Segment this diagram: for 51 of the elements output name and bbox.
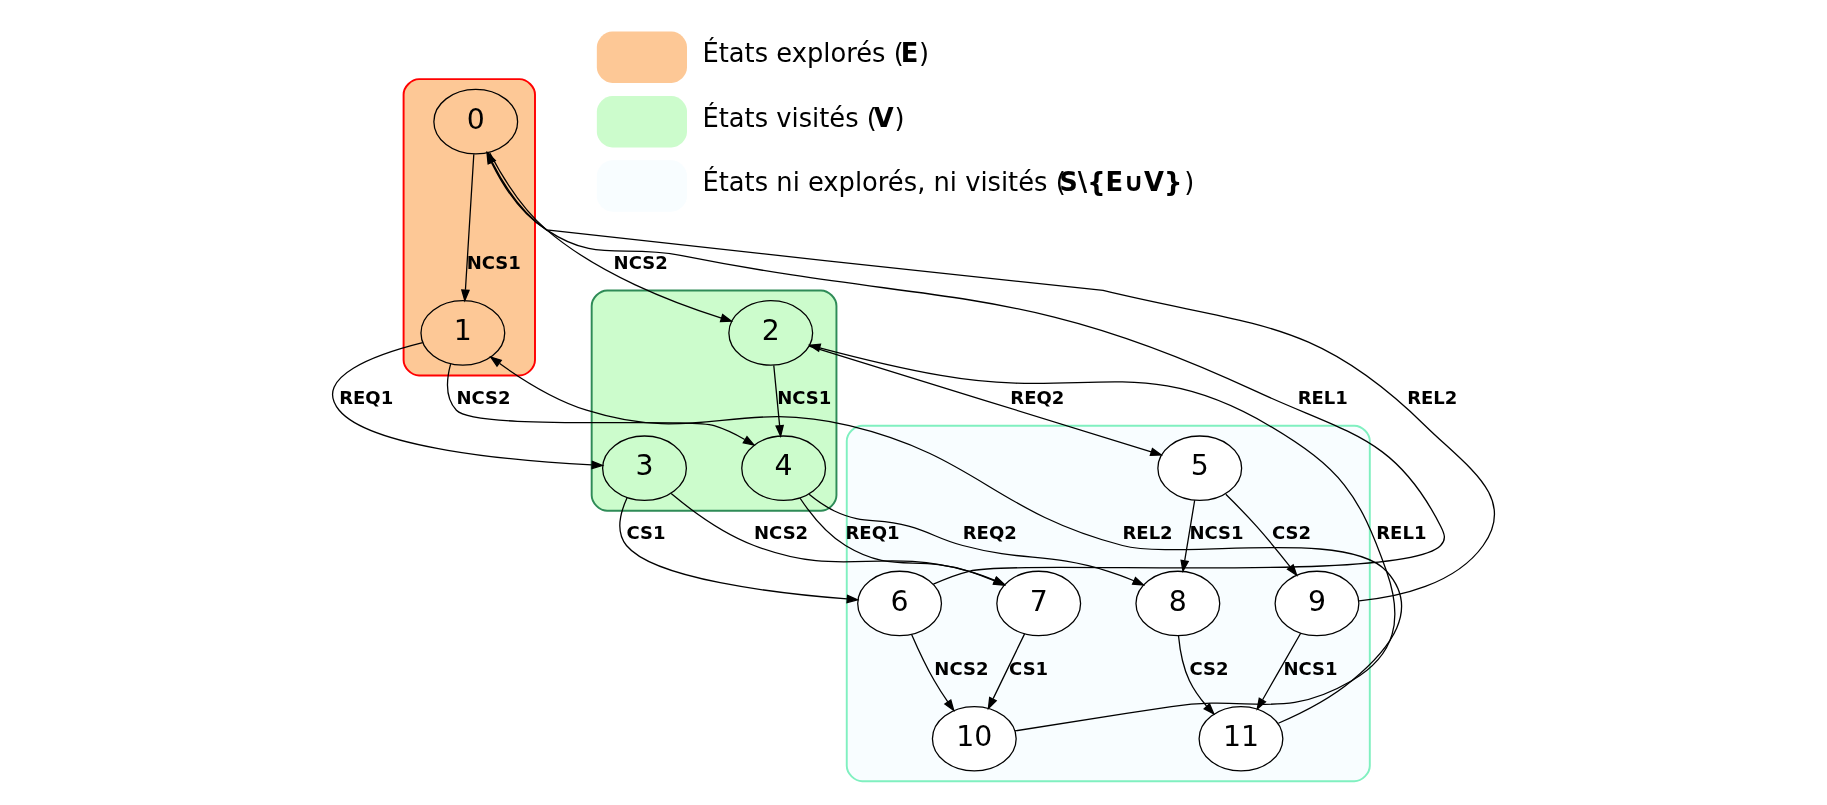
edge-label: REL1 — [1297, 387, 1348, 409]
edge-label: NCS1 — [466, 251, 521, 273]
arrow — [489, 355, 1403, 724]
edge-label: NCS2 — [456, 387, 511, 409]
edge-label: NCS2 — [934, 657, 989, 679]
arrow — [807, 343, 1396, 732]
node-ellipse: 7 — [996, 570, 1082, 637]
legend-label: États explorés (E) — [702, 38, 929, 69]
edge-label: REL2 — [1407, 387, 1458, 409]
arrow — [488, 151, 734, 323]
edge-label: NCS2 — [613, 251, 668, 273]
arrow — [446, 363, 756, 447]
node-ellipse: 3 — [602, 435, 687, 502]
arrow — [773, 364, 785, 438]
edge-label: NCS1 — [777, 387, 832, 409]
arrow — [911, 634, 955, 713]
arrow — [808, 345, 1164, 457]
node-ellipse: 9 — [1274, 570, 1360, 637]
arrow — [808, 493, 1146, 586]
edge-label: REQ2 — [1010, 387, 1065, 409]
edge-label: NCS1 — [1283, 657, 1338, 679]
edge-label: NCS2 — [754, 522, 809, 544]
edge-label: REQ1 — [339, 387, 394, 409]
arrow — [799, 497, 1007, 586]
legend-label: États visités (V) — [702, 102, 905, 133]
arrow — [670, 492, 1007, 586]
edge-label: CS2 — [1189, 657, 1229, 679]
edge-label: CS1 — [1009, 657, 1049, 679]
edge-label: CS1 — [626, 522, 666, 544]
node-ellipse: 8 — [1135, 570, 1221, 637]
node-ellipse: 6 — [857, 570, 943, 637]
arrow — [331, 342, 605, 470]
arrow — [619, 497, 860, 604]
node-ellipse: 2 — [728, 300, 814, 366]
arrow — [1180, 499, 1196, 574]
node-ellipse: 10 — [931, 705, 1017, 772]
edge-label: REQ1 — [845, 522, 900, 544]
edge-label: NCS1 — [1189, 522, 1244, 544]
node-ellipse: 11 — [1198, 705, 1284, 772]
edge-label: REL1 — [1376, 522, 1427, 544]
edge-label: REL2 — [1122, 522, 1173, 544]
arrow — [987, 633, 1026, 711]
cluster — [402, 78, 536, 377]
legend-label: États ni explorés, ni visités (S\{E∪V}) — [702, 167, 1195, 198]
arrow — [1256, 632, 1302, 711]
node-ellipse: 0 — [433, 88, 519, 155]
edge-label: REQ2 — [962, 522, 1017, 544]
arrow — [1177, 635, 1216, 716]
edge-label: CS2 — [1271, 522, 1311, 544]
arrow — [460, 153, 475, 303]
node-ellipse: 5 — [1157, 435, 1243, 502]
